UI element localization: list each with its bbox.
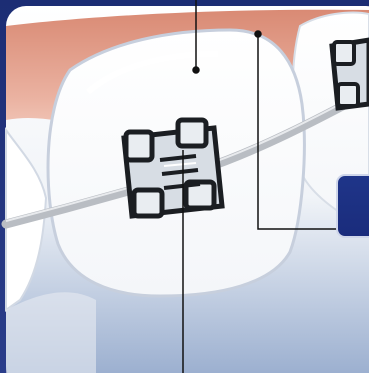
label-box [336, 174, 369, 238]
tooth-leader-dot [193, 67, 199, 73]
right-bracket-icon [332, 40, 369, 108]
bracket-icon [124, 120, 222, 216]
lower-tooth-edge [6, 292, 96, 373]
gum-leader-dot [255, 31, 261, 37]
